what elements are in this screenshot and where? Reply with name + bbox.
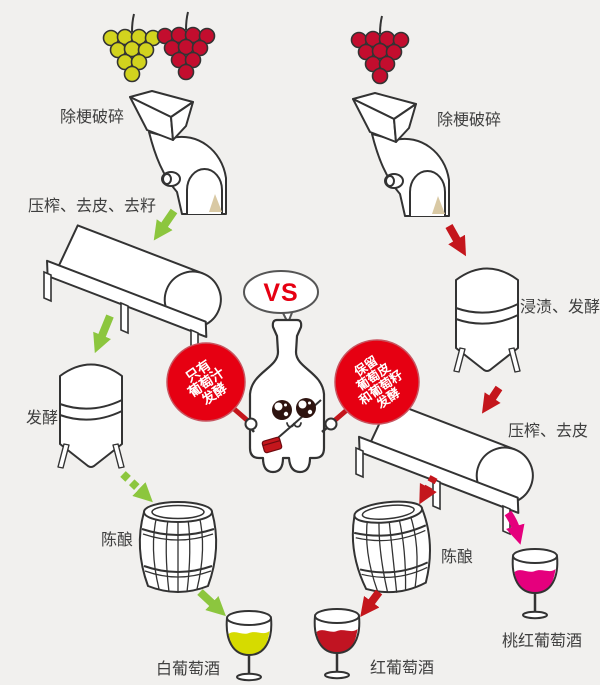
arrow-right-aging-to-glass [360, 589, 383, 618]
label-right-crush: 除梗破碎 [437, 111, 501, 129]
red-pouch [261, 436, 283, 454]
left-badge: 只有 葡萄汁 发酵 [166, 342, 246, 422]
vs-label: VS [263, 279, 298, 307]
arrow-left-press-to-ferment [93, 314, 114, 354]
label-left-ferment: 发酵 [26, 409, 58, 427]
label-left-aging: 陈酿 [101, 531, 133, 549]
flow-arrows [93, 208, 525, 618]
label-white-wine: 白葡萄酒 [156, 660, 220, 678]
arrow-left-aging-to-glass [197, 589, 226, 617]
wine-bottle-character [248, 318, 330, 474]
label-right-aging: 陈酿 [441, 548, 473, 566]
label-red-wine: 红葡萄酒 [370, 659, 434, 677]
label-right-maceration: 浸渍、发酵 [520, 298, 600, 316]
right-eye-icon [296, 398, 316, 418]
right-hand [324, 417, 338, 431]
arrow-left-ferment-to-aging [120, 471, 153, 503]
oak-barrel-right [348, 497, 436, 598]
left-hand [244, 417, 258, 431]
arrow-left-crush-to-press [153, 208, 178, 241]
left-sign-stick [231, 406, 250, 423]
mouth [286, 422, 302, 428]
vs-speech-bubble: VS [243, 270, 319, 324]
label-left-crush: 除梗破碎 [60, 108, 124, 126]
label-right-press: 压榨、去皮 [508, 422, 588, 440]
arrow-right-maceration-to-press [481, 385, 503, 414]
arrow-right-crush-to-maceration [445, 224, 467, 257]
arrow-press-to-rose-glass [504, 510, 525, 545]
right-badge: 保留 葡萄皮 和葡萄籽 发酵 [334, 339, 420, 425]
left-eye-icon [272, 400, 292, 420]
bottle-body [248, 318, 326, 474]
oak-barrel-left [138, 501, 218, 594]
label-rose-wine: 桃红葡萄酒 [502, 632, 582, 650]
arrow-right-press-to-aging [419, 475, 438, 505]
label-left-press: 压榨、去皮、去籽 [28, 197, 156, 215]
